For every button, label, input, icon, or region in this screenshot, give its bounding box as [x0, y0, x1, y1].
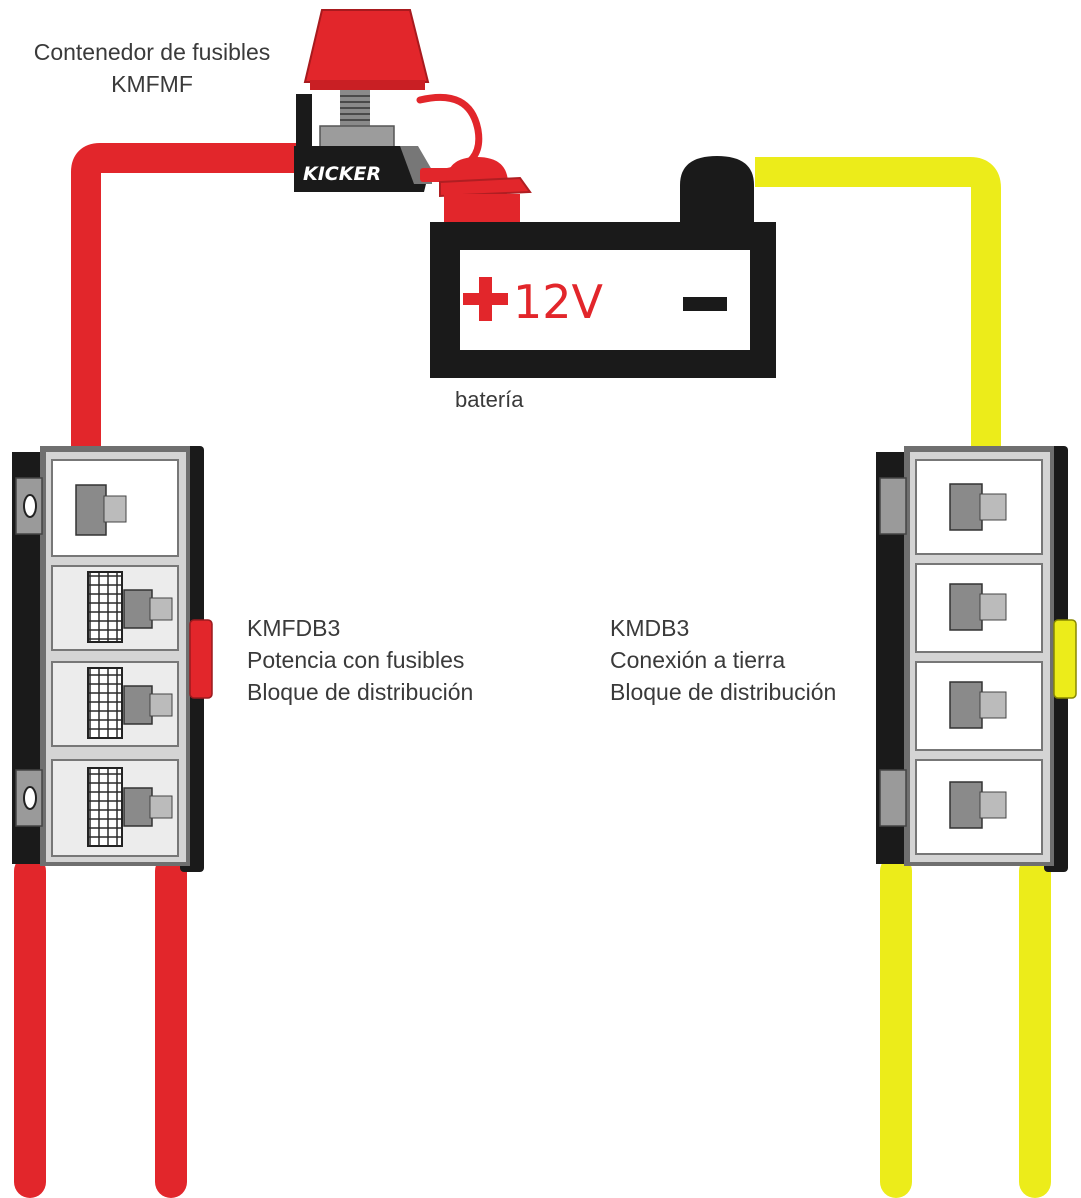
power-block-model: KMFDB3 — [247, 615, 341, 641]
battery-voltage: 12V — [513, 275, 604, 329]
fuse-holder-brand: KICKER — [303, 163, 381, 185]
positive-output-cable-1 — [14, 855, 46, 1198]
ground-block-line3: Bloque de distribución — [610, 679, 837, 705]
battery-positive-symbol — [463, 277, 508, 321]
ground-output-cable-1 — [880, 855, 912, 1198]
ground-output-cable-2 — [1019, 855, 1051, 1198]
fuse-holder-label: Contenedor de fusibles KMFMF — [12, 36, 292, 100]
ground-cable-main — [755, 157, 1001, 455]
ground-block-label: KMDB3 Conexión a tierra Bloque de distri… — [610, 612, 836, 708]
positive-cable-main — [71, 143, 300, 455]
power-distribution-block-icon — [12, 446, 213, 872]
battery-negative-symbol — [683, 297, 727, 311]
power-block-line3: Bloque de distribución — [247, 679, 474, 705]
ground-block-line2: Conexión a tierra — [610, 647, 786, 673]
positive-output-cable-2 — [155, 855, 187, 1198]
power-block-line2: Potencia con fusibles — [247, 647, 465, 673]
ground-distribution-block-icon — [876, 446, 1077, 872]
power-block-label: KMFDB3 Potencia con fusibles Bloque de d… — [247, 612, 473, 708]
battery-label: batería — [455, 387, 524, 412]
fuse-holder-icon: KICKER — [294, 9, 460, 192]
fuse-holder-label-line2: KMFMF — [111, 71, 193, 97]
battery-icon: 12V — [430, 156, 776, 378]
fuse-holder-label-line1: Contenedor de fusibles — [33, 39, 271, 65]
ground-block-model: KMDB3 — [610, 615, 690, 641]
